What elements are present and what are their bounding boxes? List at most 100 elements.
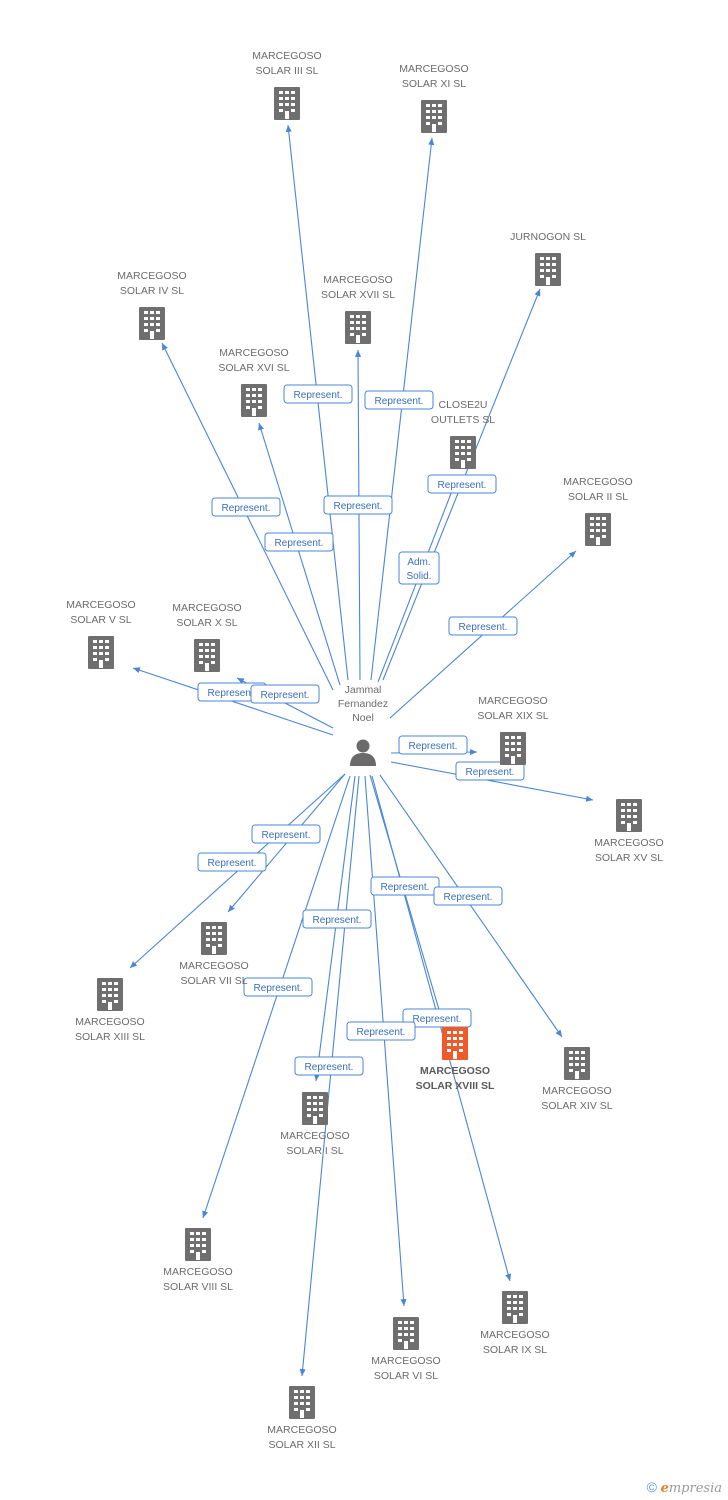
company-label: SOLAR XVI SL — [218, 362, 289, 374]
company-label: SOLAR XV SL — [595, 852, 663, 864]
edge-line-ix — [371, 775, 512, 1282]
building-icon — [616, 799, 642, 832]
edge-label-iii[interactable]: Represent. — [283, 384, 353, 404]
building-icon — [194, 639, 220, 672]
edge-label-xviii[interactable]: Represent. — [370, 876, 440, 896]
edge-label-box — [323, 495, 393, 515]
edge-line-vi — [364, 775, 407, 1307]
edge-label-xv[interactable]: Represent. — [455, 761, 525, 781]
company-label: MARCEGOSO — [117, 270, 186, 282]
edge-label-box — [294, 1056, 364, 1076]
company-label: MARCEGOSO — [323, 274, 392, 286]
edge-line-xvii — [354, 349, 362, 681]
company-label: OUTLETS SL — [431, 414, 495, 426]
edge-label-close[interactable]: Adm.Solid. — [398, 551, 440, 585]
edge-label-text: Represent. — [466, 767, 515, 778]
company-label: CLOSE2U — [438, 399, 487, 411]
company-label: MARCEGOSO — [66, 599, 135, 611]
edge-label-box — [398, 551, 440, 585]
company-node-iv[interactable]: MARCEGOSO SOLAR IV SL — [117, 270, 187, 340]
company-node-jurn[interactable]: JURNOGON SL — [510, 231, 586, 286]
company-label: MARCEGOSO — [252, 50, 321, 62]
edge-line-xiv — [379, 774, 563, 1038]
building-icon — [393, 1317, 419, 1350]
edge-label-box — [448, 616, 518, 636]
company-label: SOLAR II SL — [568, 491, 628, 503]
edge-label-ix[interactable]: Represent. — [402, 1008, 472, 1028]
brand-name: mpresia — [668, 1481, 722, 1496]
company-label: SOLAR XII SL — [268, 1439, 335, 1451]
person-label: Jammal — [345, 684, 382, 696]
building-icon — [450, 436, 476, 469]
company-node-close[interactable]: CLOSE2U OUTLETS SL — [431, 399, 495, 469]
company-label: MARCEGOSO — [172, 602, 241, 614]
company-label: MARCEGOSO — [179, 960, 248, 972]
company-label: MARCEGOSO — [399, 63, 468, 75]
edge-label-vii[interactable]: Represent. — [251, 824, 321, 844]
edge-label-text: Represent. — [375, 396, 424, 407]
edge-label-xii[interactable]: Represent. — [294, 1056, 364, 1076]
edge-label-text: Represent. — [409, 741, 458, 752]
edge-label-text: Represent. — [222, 503, 271, 514]
edge-label-iv[interactable]: Represent. — [211, 497, 281, 517]
company-label: MARCEGOSO — [480, 1329, 549, 1341]
edge-label-box — [346, 1021, 416, 1041]
building-icon — [535, 253, 561, 286]
edge-label-box — [197, 852, 267, 872]
edge-label-box — [283, 384, 353, 404]
edge-label-vi[interactable]: Represent. — [346, 1021, 416, 1041]
company-label: SOLAR VIII SL — [163, 1281, 233, 1293]
edge-label-xi[interactable]: Represent. — [364, 390, 434, 410]
edge-label-box — [250, 684, 320, 704]
edge-label-box — [264, 532, 334, 552]
company-label: SOLAR XIX SL — [477, 710, 548, 722]
edge-label-jurn[interactable]: Represent. — [427, 474, 497, 494]
company-label: MARCEGOSO — [75, 1016, 144, 1028]
edge-label-xiv[interactable]: Represent. — [433, 886, 503, 906]
edge-label-text: Represent. — [275, 538, 324, 549]
company-node-xviii[interactable]: MARCEGOSO SOLAR XVIII SL — [416, 1027, 495, 1092]
company-label: SOLAR XVIII SL — [416, 1080, 495, 1092]
edge-label-text: Represent. — [208, 688, 257, 699]
edge-label-i[interactable]: Represent. — [302, 909, 372, 929]
edge-label-xvi[interactable]: Represent. — [264, 532, 334, 552]
edge-label-viii[interactable]: Represent. — [243, 977, 313, 997]
edge-label-xvii[interactable]: Represent. — [323, 495, 393, 515]
building-icon — [421, 100, 447, 133]
building-icon — [241, 384, 267, 417]
company-label: MARCEGOSO — [420, 1065, 490, 1077]
edge-label-ii[interactable]: Represent. — [448, 616, 518, 636]
edge-label-box — [370, 876, 440, 896]
building-icon — [289, 1386, 315, 1419]
company-label: SOLAR IX SL — [483, 1344, 547, 1356]
edge-label-box — [251, 824, 321, 844]
brand-logo: © empresia — [647, 1479, 722, 1496]
edge-label-xiii[interactable]: Represent. — [197, 852, 267, 872]
edge-label-xix[interactable]: Represent. — [398, 735, 468, 755]
company-label: SOLAR IV SL — [120, 285, 184, 297]
company-label: SOLAR XIV SL — [541, 1100, 612, 1112]
person-label: Fernandez — [338, 698, 388, 710]
edge-label-x[interactable]: Represent. — [250, 684, 320, 704]
company-node-ix[interactable]: MARCEGOSO SOLAR IX SL — [480, 1291, 550, 1356]
person-icon-body — [350, 753, 376, 766]
building-icon — [139, 307, 165, 340]
company-label: MARCEGOSO — [280, 1130, 349, 1142]
